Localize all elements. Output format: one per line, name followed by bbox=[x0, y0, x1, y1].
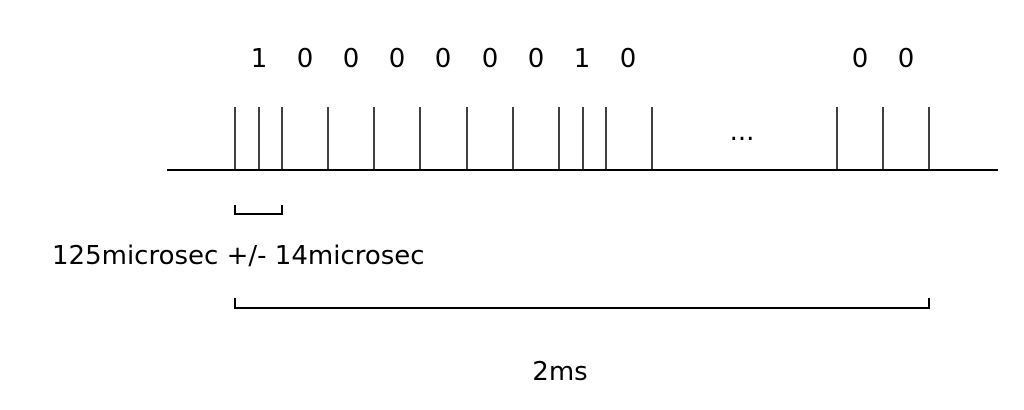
bit-value: 0 bbox=[898, 44, 915, 74]
frame-duration-label: 2ms bbox=[532, 357, 587, 387]
bit-value: 1 bbox=[251, 44, 268, 74]
bit-value: 0 bbox=[389, 44, 406, 74]
bit-value: 0 bbox=[528, 44, 545, 74]
bit-period-label: 125microsec +/- 14microsec bbox=[52, 241, 425, 271]
bit-value: 0 bbox=[620, 44, 637, 74]
bit-value: 0 bbox=[852, 44, 869, 74]
bit-value: 0 bbox=[343, 44, 360, 74]
frame-duration-bracket bbox=[234, 298, 930, 309]
bit-value: 0 bbox=[435, 44, 452, 74]
bit-value: 1 bbox=[574, 44, 591, 74]
bit-value: 0 bbox=[482, 44, 499, 74]
bit-period-bracket bbox=[234, 205, 283, 215]
ellipsis: ... bbox=[730, 117, 755, 147]
bit-value: 0 bbox=[297, 44, 314, 74]
